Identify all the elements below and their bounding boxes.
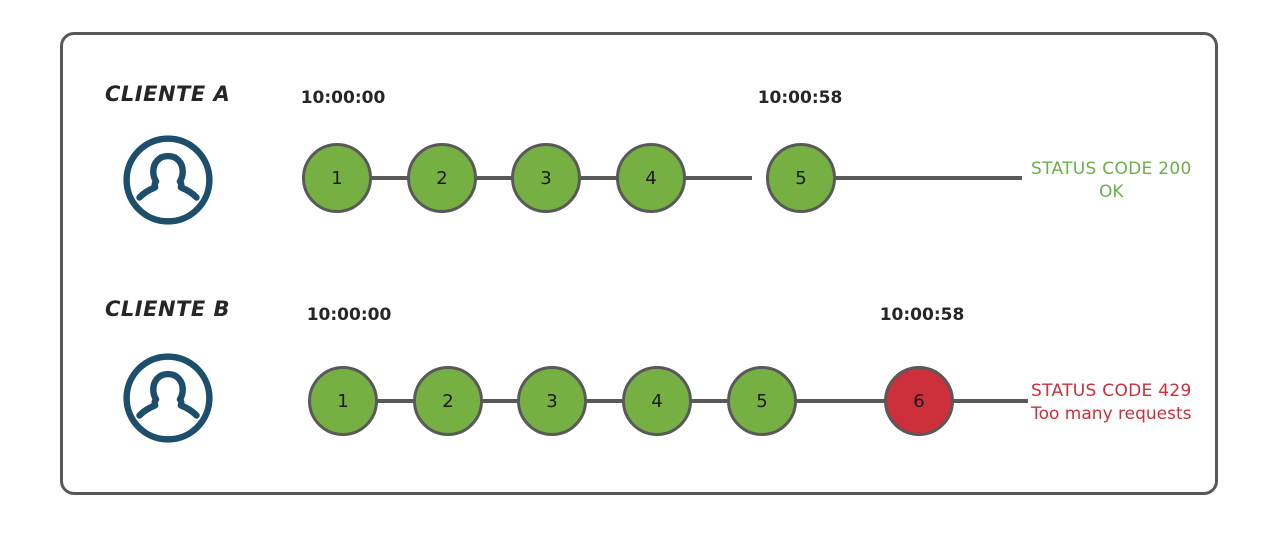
status-badge-b: STATUS CODE 429 Too many requests — [1031, 380, 1192, 426]
request-node-a-1[interactable]: 1 — [302, 143, 372, 213]
request-node-label: 4 — [651, 390, 663, 412]
request-node-a-3[interactable]: 3 — [511, 143, 581, 213]
status-text-b: Too many requests — [1031, 403, 1192, 424]
request-node-b-5[interactable]: 5 — [727, 366, 797, 436]
request-node-label: 3 — [546, 390, 558, 412]
timestamp-end-b: 10:00:58 — [879, 305, 965, 325]
request-node-b-1[interactable]: 1 — [308, 366, 378, 436]
client-label-b: CLIENTE B — [105, 297, 231, 321]
request-node-label: 2 — [442, 390, 454, 412]
request-node-label: 4 — [645, 167, 657, 189]
connector-a-4 — [680, 176, 752, 180]
request-node-label: 1 — [337, 390, 349, 412]
request-node-b-2[interactable]: 2 — [413, 366, 483, 436]
connector-b-5 — [790, 399, 890, 403]
connector-a-tail — [832, 176, 1022, 180]
connector-a-3 — [575, 176, 647, 180]
request-node-label: 5 — [795, 167, 807, 189]
connector-a-2 — [470, 176, 542, 180]
user-avatar-icon-a — [122, 134, 214, 226]
connector-b-tail — [950, 399, 1028, 403]
status-code-b: STATUS CODE 429 — [1031, 381, 1192, 401]
client-label-a: CLIENTE A — [105, 82, 231, 106]
request-node-label: 3 — [540, 167, 552, 189]
status-code-a: STATUS CODE 200 — [1031, 159, 1192, 179]
request-node-label: 6 — [913, 390, 925, 412]
connector-b-3 — [581, 399, 653, 403]
request-node-label: 1 — [331, 167, 343, 189]
connector-b-1 — [372, 399, 444, 403]
status-text-a: OK — [1099, 181, 1124, 202]
request-node-a-5[interactable]: 5 — [766, 143, 836, 213]
status-badge-a: STATUS CODE 200 OK — [1031, 158, 1192, 204]
request-node-b-6[interactable]: 6 — [884, 366, 954, 436]
connector-b-2 — [476, 399, 548, 403]
user-avatar-icon-b — [122, 352, 214, 444]
connector-b-4 — [686, 399, 758, 403]
request-node-label: 5 — [756, 390, 768, 412]
timestamp-start-b: 10:00:00 — [306, 305, 392, 325]
request-node-b-4[interactable]: 4 — [622, 366, 692, 436]
request-node-b-3[interactable]: 3 — [517, 366, 587, 436]
request-node-a-4[interactable]: 4 — [616, 143, 686, 213]
timestamp-start-a: 10:00:00 — [300, 88, 386, 108]
request-node-a-2[interactable]: 2 — [407, 143, 477, 213]
request-node-label: 2 — [436, 167, 448, 189]
connector-a-1 — [366, 176, 438, 180]
timestamp-end-a: 10:00:58 — [757, 88, 843, 108]
